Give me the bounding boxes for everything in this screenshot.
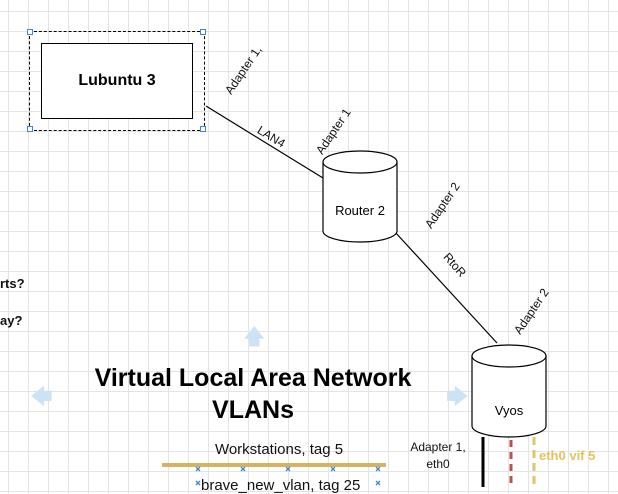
- side-question-1: rts?: [0, 276, 25, 291]
- resize-handle-top-left[interactable]: [27, 29, 33, 35]
- vyos-cylinder[interactable]: [471, 344, 547, 438]
- workstations-vlan-label: Workstations, tag 5: [214, 441, 344, 458]
- vlan-connection-points[interactable]: [195, 466, 381, 486]
- edge-router-vyos[interactable]: [394, 231, 498, 344]
- vyos-eth0-label: eth0: [426, 457, 450, 471]
- router-2-label: Router 2: [335, 203, 385, 218]
- lubuntu-3-node[interactable]: Lubuntu 3: [41, 43, 193, 119]
- arrow-right-hint-icon[interactable]: 🡆: [446, 385, 469, 410]
- lubuntu-selection-box[interactable]: [29, 31, 205, 131]
- lubuntu-3-label: Lubuntu 3: [78, 72, 156, 89]
- arrow-left-hint-icon[interactable]: 🡄: [30, 385, 53, 410]
- edge-lubuntu-router[interactable]: [205, 105, 324, 179]
- eth0-vif-5-label: eth0 vif 5: [539, 448, 596, 463]
- vlan-title: Virtual Local Area Network VLANs: [60, 362, 446, 426]
- resize-handle-bottom-left[interactable]: [27, 126, 33, 132]
- brave-vlan-label: brave_new_vlan, tag 25: [201, 477, 361, 494]
- vyos-label: Vyos: [494, 403, 524, 418]
- vyos-adapter-1-label: Adapter 1,: [410, 440, 466, 454]
- side-question-2: ay?: [0, 313, 23, 328]
- vlan-title-line-2: VLANs: [212, 396, 294, 424]
- resize-handle-bottom-right[interactable]: [200, 126, 206, 132]
- vlan-title-line-1: Virtual Local Area Network: [94, 364, 412, 392]
- router-2-cylinder[interactable]: [322, 150, 398, 243]
- arrow-up-hint-icon[interactable]: 🡅: [243, 325, 266, 350]
- resize-handle-top-right[interactable]: [200, 29, 206, 35]
